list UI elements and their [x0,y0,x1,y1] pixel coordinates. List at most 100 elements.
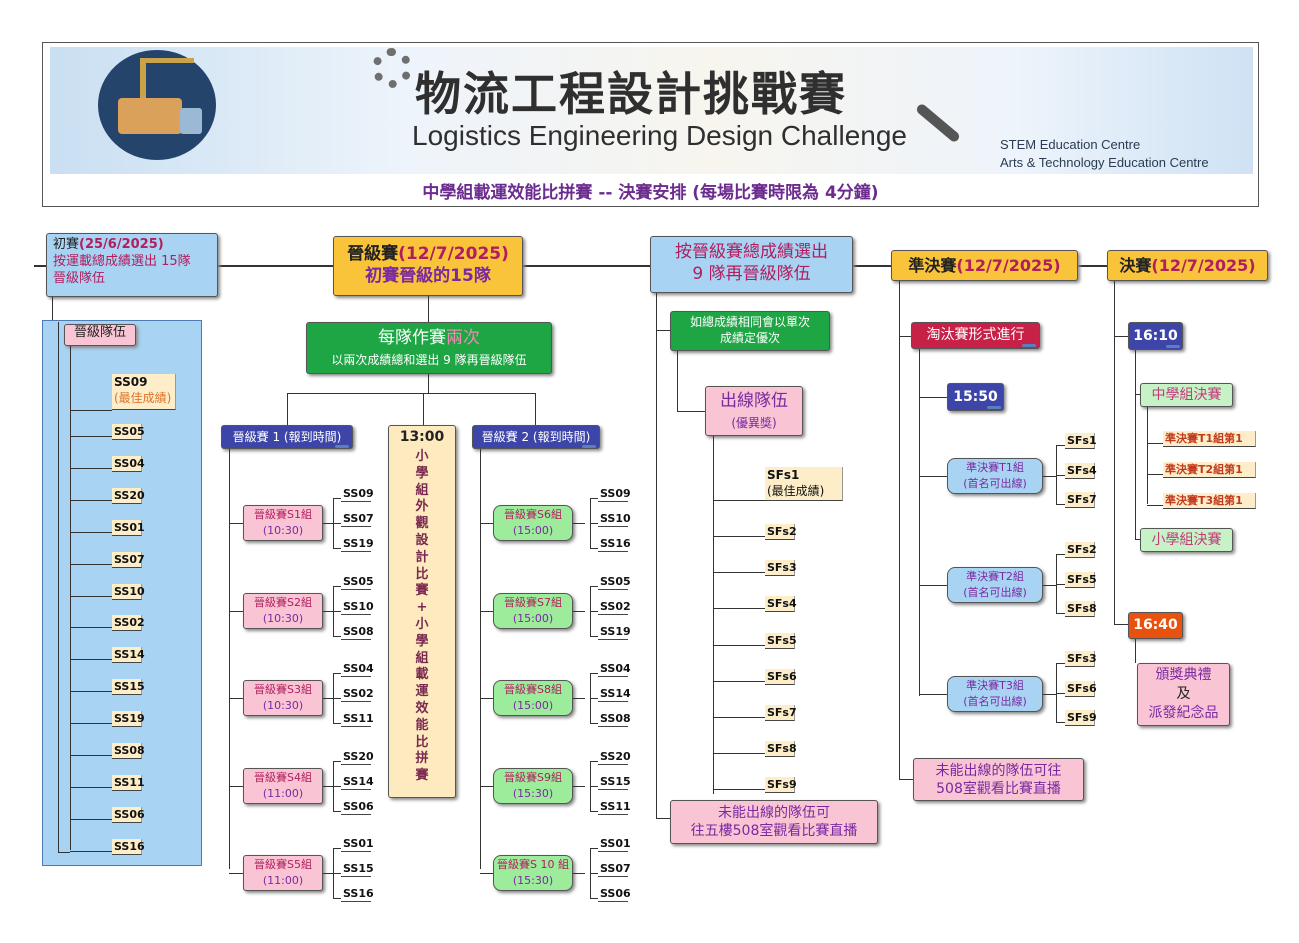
select-best-team-code: SFs1 [767,468,800,482]
select-team: SFs8 [765,741,797,758]
round1-group-connector [229,785,243,787]
round1-group-team-connector [333,723,341,724]
semi-group-name: 準決賽T3組 [966,679,1024,692]
primary-event-char: 賽 [415,583,429,599]
round1-group-team-connector [333,760,341,762]
prelim-best-note: (最佳成績) [114,391,172,405]
secondary-final-box: 中學組決賽 [1140,383,1233,407]
center-connector [423,393,424,425]
round2-group-team-connector [590,548,598,549]
promo-connector [428,296,429,322]
round1-header: 晉級賽 1 (報到時間) [221,425,353,449]
semi-team-connector [1056,504,1065,505]
select-team: SFs2 [765,524,797,540]
semi-note-box: 未能出線的隊伍可往 508室觀看比賽直播 [913,758,1084,801]
select-best-note: (最佳成績) [767,484,825,498]
round2-group-team: SS16 [598,536,631,552]
semi-bracket-stem [1043,476,1056,477]
prelim-team: SS20 [112,487,145,504]
promo-date: (12/7/2025) [398,244,509,264]
select-team-connector [713,572,765,574]
primary-event-char: 設 [415,532,429,548]
page-subtitle: 中學組載運效能比拼賽 -- 決賽安排 (每場比賽時限為 4分鐘) [422,183,879,203]
arts-centre-label: Arts & Technology Education Centre [1000,155,1209,170]
format-box: 淘汰賽形式進行 [911,322,1040,349]
qual-sub: (優異獎) [731,416,777,431]
round2-group-team: SS09 [598,486,631,502]
round2-group-bracket-stem [573,610,585,612]
round1-group-team: SS01 [341,836,374,852]
prelim-box: 初賽(25/6/2025) 按運載總成績選出 15隊 晉級隊伍 [46,233,218,297]
semi-title: 準決賽 [908,256,957,275]
round2-group-name: 晉級賽S9組 [504,770,562,784]
primary-event-char: 組 [415,650,429,666]
round2-group-team: SS07 [598,861,631,877]
round2-group-time: (15:00) [512,611,554,625]
round2-group-connector [480,610,493,612]
round2-group-bracket-stem [573,523,585,524]
semi-date: (12/7/2025) [956,256,1061,275]
semi-team: SFs6 [1065,680,1097,697]
round2-group-team: SS08 [598,711,631,727]
round1-group-bracket-stem [323,523,335,524]
round1-group-team: SS09 [341,486,374,502]
round2-group-team: SS20 [598,748,631,765]
prelim-team-connector [70,818,112,820]
semi-team: SFs7 [1065,492,1097,508]
primary-event-char: 運 [415,684,429,700]
primary-event-char: 學 [415,633,429,649]
each-team-connector [428,374,429,394]
semi-team-connector [1056,663,1065,664]
title-chinese: 物流工程設計挑戰賽 [415,67,847,121]
round1-group-name: 晉級賽S2組 [254,595,312,609]
semi-team: SFs9 [1065,710,1097,726]
prelim-team: SS04 [112,455,145,472]
round1-group-team-connector [333,848,341,849]
round1-group-team: SS08 [341,623,374,640]
banner-image [50,47,1253,174]
round2-group-team: SS04 [598,661,631,677]
round1-group-connector [229,610,243,612]
round2-group-team: SS15 [598,773,631,790]
prelim-trunk [70,346,71,850]
final-date: (12/7/2025) [1151,256,1256,275]
tie-down [677,351,678,411]
select-box: 按晉級賽總成績選出 9 隊再晉級隊伍 [650,236,853,293]
prelim-team-connector [70,499,112,501]
round1-group-connector [229,873,243,874]
winner-connector [1147,474,1163,475]
semi-team: SFs2 [1065,542,1097,558]
qual-title: 出線隊伍 [720,391,788,411]
each-team-title: 每隊作賽 [378,328,446,348]
truck-cab-icon [180,108,202,134]
round1-group-name: 晉級賽S3組 [254,683,312,696]
semi-bracket-stem [1043,694,1056,695]
round2-group-team-connector [590,498,598,499]
select-note-2: 往五樓508室觀看比賽直播 [690,823,858,840]
round1-group-team-connector [333,810,341,812]
primary-event-char: 學 [415,465,429,481]
prelim-team: SS07 [112,551,145,568]
prelim-team-connector [70,691,112,693]
prelim-trunk-outer [58,322,59,852]
primary-final-box: 小學組決賽 [1140,528,1233,552]
round1-group-team: SS10 [341,598,374,615]
select-trunk [656,293,657,818]
primary-event-char: 載 [415,667,429,683]
primary-event-char: 外 [415,499,429,515]
semi-team-connector [1056,692,1065,694]
format-bar [1022,344,1036,347]
round2-group-team-connector [590,898,598,899]
round1-group-name: 晉級賽S5組 [254,858,312,871]
primary-event-text: 小學組外觀設計比賽+小學組載運效能比拼賽 [388,449,456,785]
semi-team-connector [1056,583,1065,585]
round1-group-team-connector [333,523,341,524]
round1-group-connector [229,523,243,524]
prelim-title: 初賽 [53,237,80,252]
select-note-box: 未能出線的隊伍可 往五樓508室觀看比賽直播 [670,800,878,844]
primary-event-char: 比 [415,566,429,582]
prelim-team-connector [70,467,112,469]
final-box: 決賽(12/7/2025) [1107,250,1268,281]
semi-bracket-stem [1043,585,1056,586]
semi-time-connector [919,397,947,398]
